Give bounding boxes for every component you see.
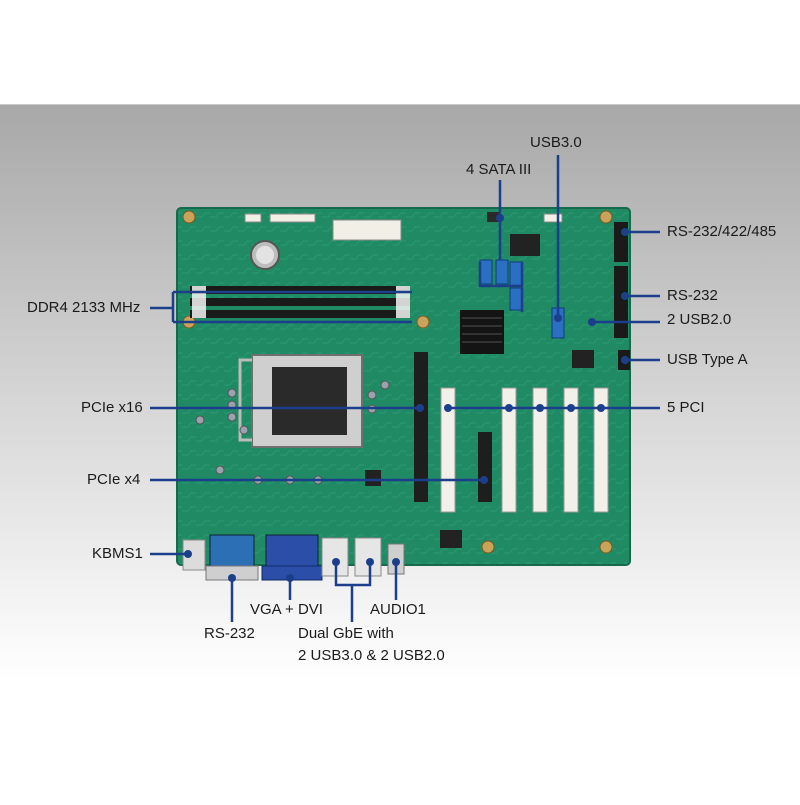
label-vga-dvi: VGA + DVI [250, 601, 323, 618]
pcie-x4-slot [478, 432, 492, 502]
pci-slot [593, 387, 609, 513]
cpu-socket-lever [238, 358, 252, 442]
label-usb30: USB3.0 [530, 134, 582, 151]
label-pci: 5 PCI [667, 399, 705, 416]
mounting-hole [599, 210, 613, 224]
pcb [176, 207, 631, 566]
chipset-heatsink [460, 310, 504, 354]
cpu-socket [272, 367, 347, 435]
label-rs232-422-485: RS-232/422/485 [667, 223, 777, 240]
mounting-hole [481, 540, 495, 554]
mounting-hole [599, 540, 613, 554]
label-gbe-line1: Dual GbE with [298, 625, 394, 642]
header-connector [269, 213, 316, 223]
ic-chip [365, 470, 381, 486]
sata-port [495, 259, 509, 285]
label-sata: 4 SATA III [466, 161, 532, 178]
dimm-latch [396, 286, 410, 318]
sata-port [509, 261, 523, 287]
label-rs232-right: RS-232 [667, 287, 718, 304]
pci-slot [563, 387, 579, 513]
serial-header [614, 222, 628, 262]
callout-line-gbe [334, 560, 372, 622]
callout-lines [150, 155, 660, 622]
header-connector [543, 213, 563, 223]
label-ddr4: DDR4 2133 MHz [27, 299, 141, 316]
dimm-slot [190, 286, 410, 294]
callout-line-ddr4 [150, 290, 412, 324]
label-usb20-right: 2 USB2.0 [667, 311, 732, 328]
dimm-slot [190, 298, 410, 306]
callout-dots [184, 214, 629, 582]
lan-usb-port [354, 537, 382, 577]
label-pcie-x16: PCIe x16 [81, 399, 143, 416]
header-connector [487, 212, 501, 222]
pci-slot [501, 387, 517, 513]
header-connector [244, 213, 262, 223]
ic-chip [572, 350, 594, 368]
sata-port [479, 259, 493, 285]
label-kbms1: KBMS1 [92, 545, 143, 562]
motherboard [176, 207, 631, 581]
pci-slot [532, 387, 548, 513]
label-pcie-x4: PCIe x4 [87, 471, 141, 488]
dimm-latch [192, 286, 206, 318]
label-rs232-bottom: RS-232 [204, 625, 255, 642]
mounting-hole [182, 210, 196, 224]
atx-power-connector [332, 219, 402, 241]
ic-chip [440, 530, 462, 548]
serial-header [614, 266, 628, 338]
label-gbe-line2: 2 USB3.0 & 2 USB2.0 [298, 647, 445, 664]
pcie-x16-slot [414, 352, 428, 502]
sata-port [509, 287, 523, 311]
dimm-slot [190, 310, 410, 318]
ic-chip [510, 234, 540, 256]
mounting-hole [416, 315, 430, 329]
label-audio1: AUDIO1 [370, 601, 426, 618]
cmos-battery-inner [256, 246, 274, 264]
label-usb-type-a: USB Type A [667, 351, 748, 368]
